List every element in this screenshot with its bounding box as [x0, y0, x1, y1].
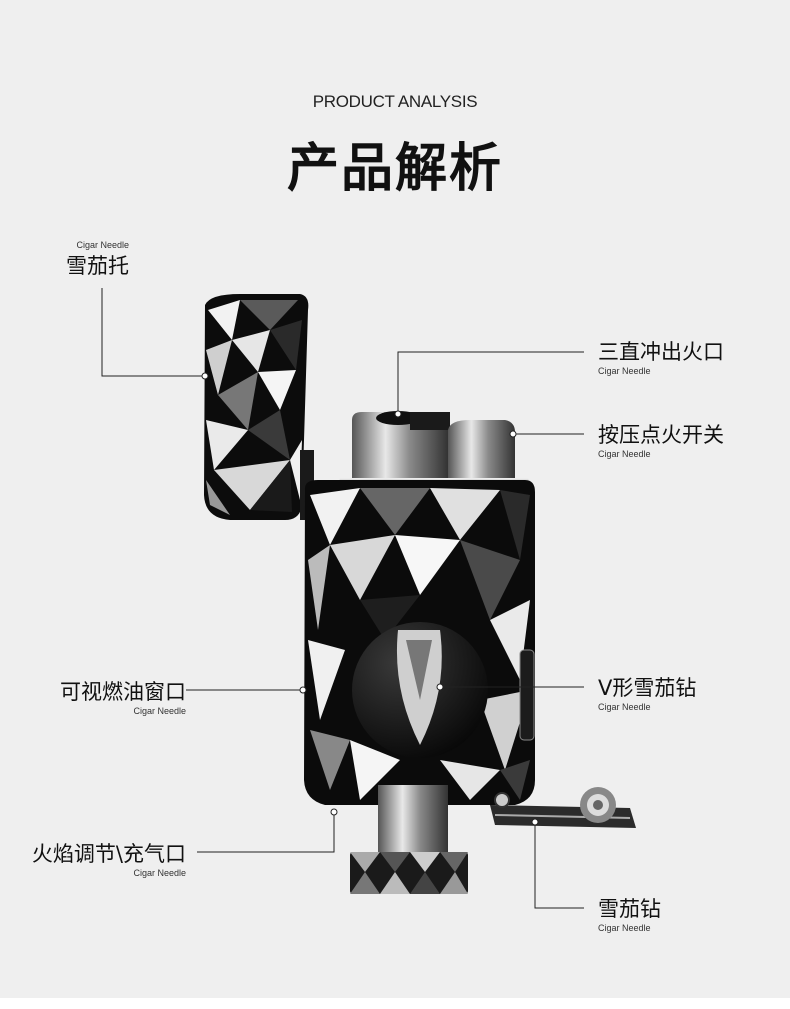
- cigar-holder-lid: [204, 294, 309, 520]
- callout-cn: 按压点火开关: [598, 423, 724, 447]
- callout-en: Cigar Needle: [133, 868, 186, 878]
- callout-flame-adjust-refill: 火焰调节\充气口 Cigar Needle: [10, 838, 186, 878]
- callout-en: Cigar Needle: [598, 366, 651, 376]
- flame-outlet-chrome: [336, 411, 532, 492]
- callout-cn: 三直冲出火口: [598, 340, 724, 364]
- callout-en: Cigar Needle: [598, 923, 651, 933]
- callout-en: Cigar Needle: [76, 240, 129, 250]
- lighter-base: [350, 785, 468, 894]
- bottom-strip: [0, 998, 790, 1009]
- callout-en: Cigar Needle: [133, 706, 186, 716]
- callout-cn: V形雪茄钻: [598, 676, 697, 700]
- callout-cigar-drill: 雪茄钻 Cigar Needle: [598, 893, 661, 933]
- section-subtitle: PRODUCT ANALYSIS: [312, 92, 478, 111]
- lighter-body: [304, 480, 535, 805]
- callout-triple-jet-outlet: 三直冲出火口 Cigar Needle: [598, 336, 724, 376]
- callout-fuel-window: 可视燃油窗口 Cigar Needle: [44, 676, 186, 716]
- callout-cn: 火焰调节\充气口: [31, 842, 186, 866]
- cigar-drill-arm: [490, 787, 636, 828]
- callout-press-ignition-switch: 按压点火开关 Cigar Needle: [598, 419, 724, 459]
- callout-en: Cigar Needle: [598, 449, 651, 459]
- leader-lines: [101, 288, 584, 909]
- callout-en: Cigar Needle: [598, 702, 651, 712]
- callout-cn: 可视燃油窗口: [60, 680, 186, 704]
- callout-cigar-holder: Cigar Needle 雪茄托: [66, 240, 129, 280]
- section-title: 产品解析: [286, 139, 503, 199]
- callout-cn: 雪茄托: [66, 254, 129, 278]
- callout-v-cutter: V形雪茄钻 Cigar Needle: [598, 672, 696, 712]
- callout-cn: 雪茄钻: [598, 897, 661, 921]
